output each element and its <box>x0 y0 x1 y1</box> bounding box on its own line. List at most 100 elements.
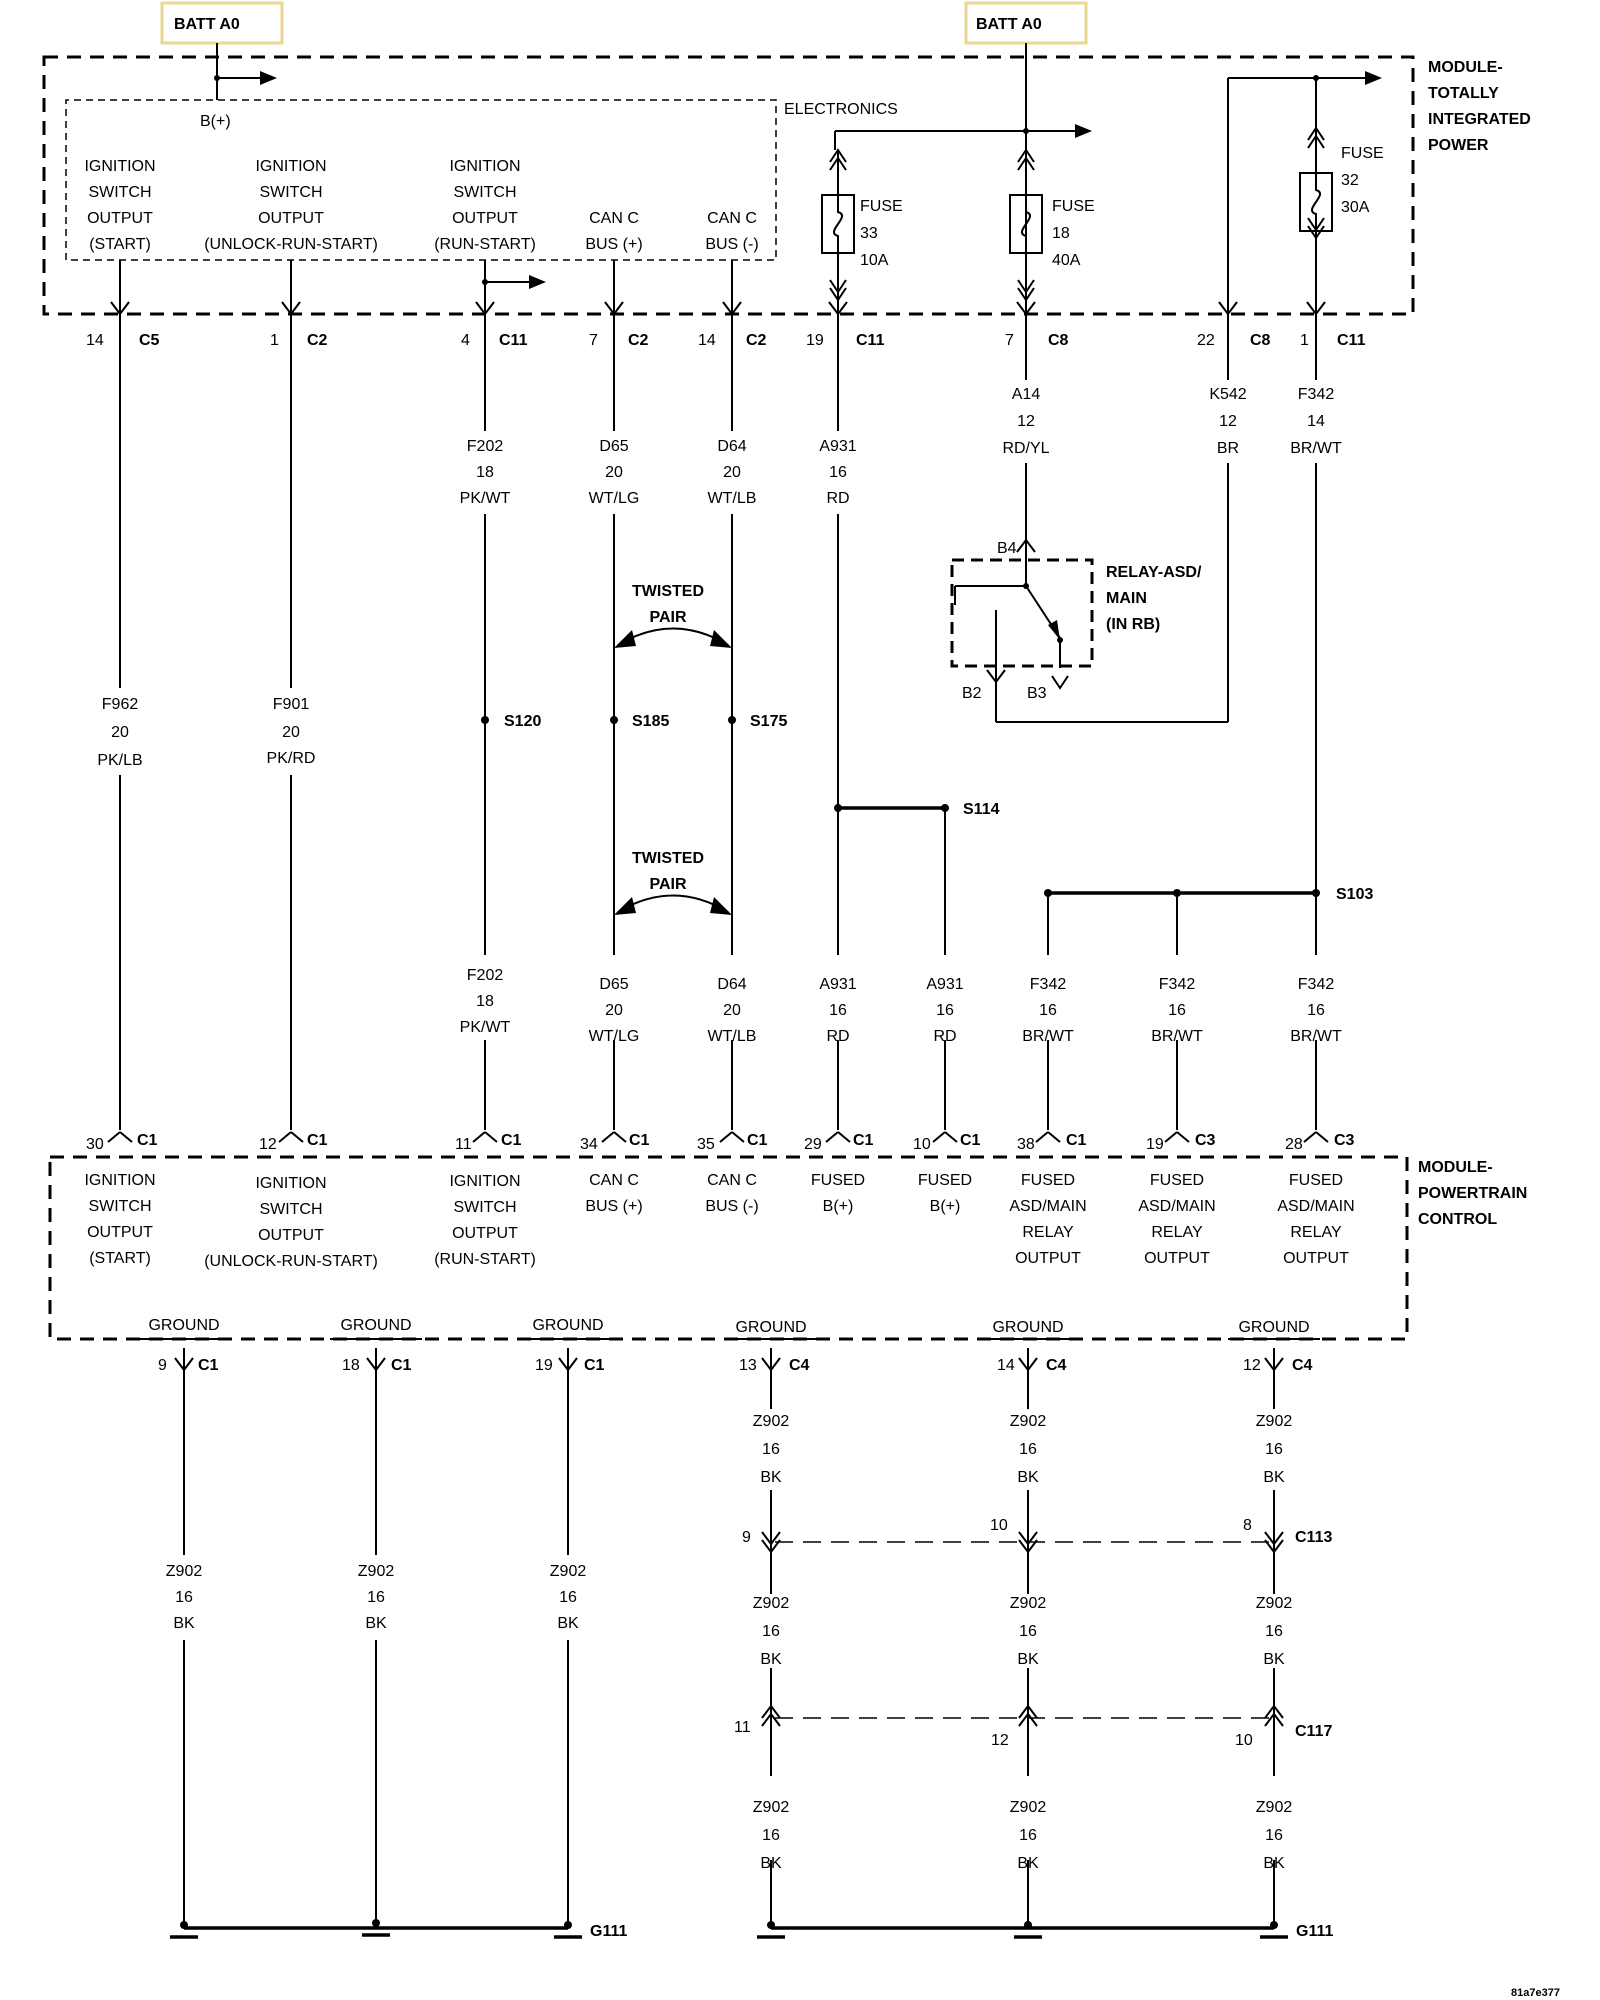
splice-s103-label: S103 <box>1336 886 1373 903</box>
tipm-pin-5 <box>722 260 742 328</box>
pcm-ground-label-3: GROUND <box>532 1317 603 1334</box>
pcm-fn-asd3-4: OUTPUT <box>1283 1250 1349 1267</box>
fuse18-label-1: FUSE <box>1052 198 1095 215</box>
c117-pin-3: 10 <box>1235 1732 1253 1749</box>
c117-terminal-3 <box>1264 1704 1284 1727</box>
tipm-fn-ign-run-2: SWITCH <box>453 184 516 201</box>
wire-F202-1: F202 <box>467 438 504 455</box>
tipm-fn-ign-run-3: OUTPUT <box>452 210 518 227</box>
tipm-pin-num-5: 14 <box>698 332 716 349</box>
twisted-pair-marker-lower <box>614 894 732 915</box>
wire-F202b-2: 18 <box>476 993 494 1010</box>
splice-dots <box>481 716 1320 897</box>
wire-K542-1: K542 <box>1209 386 1246 403</box>
pcm-ground-label-5: GROUND <box>992 1319 1063 1336</box>
tipm-name-3: INTEGRATED <box>1428 111 1531 128</box>
pcm-pin-num-1: 30 <box>86 1136 104 1153</box>
pcm-pin-conn-7: C1 <box>960 1132 981 1149</box>
fuse32-label-2: 32 <box>1341 172 1359 189</box>
gwire-5-a: Z902 <box>1010 1413 1047 1430</box>
wire-D65b-1: D65 <box>599 976 628 993</box>
tipm-fn-ign-start-2: SWITCH <box>88 184 151 201</box>
fuse-group <box>821 43 1382 302</box>
tipm-pin-3 <box>475 260 495 328</box>
gwire-4-b: 16 <box>762 1441 780 1458</box>
tipm-pin-2 <box>281 260 301 328</box>
splice-s114-dot-a <box>834 804 842 812</box>
wire-F342c-2: 16 <box>1168 1002 1186 1019</box>
pcm-fn-asd2-4: OUTPUT <box>1144 1250 1210 1267</box>
pcm-pin-10 <box>1303 1131 1329 1143</box>
splice-s175-dot <box>728 716 736 724</box>
fuse-32-symbol <box>1299 126 1333 240</box>
pcm-fn-asd3-3: RELAY <box>1290 1224 1342 1241</box>
wire-D65-2: 20 <box>605 464 623 481</box>
gwire-10-c: BK <box>760 1855 782 1872</box>
pcm-fn-ign-run-3: OUTPUT <box>452 1225 518 1242</box>
g111-right-label: G111 <box>1296 1923 1333 1940</box>
ground-wires <box>183 1378 1275 1922</box>
wire-F202b-1: F202 <box>467 967 504 984</box>
pcm-fn-asd3-1: FUSED <box>1289 1172 1343 1189</box>
gwire-3-c: BK <box>557 1615 579 1632</box>
gwire-5-b: 16 <box>1019 1441 1037 1458</box>
gnd-pin-num-5: 14 <box>997 1357 1015 1374</box>
gwire-2-a: Z902 <box>358 1563 395 1580</box>
pcm-pin-num-8: 38 <box>1017 1136 1035 1153</box>
wire-F342c-3: BR/WT <box>1151 1028 1203 1045</box>
tipm-fn-canc-minus-1: CAN C <box>707 210 757 227</box>
gwire-9-c: BK <box>1263 1651 1285 1668</box>
wire-F342d-3: BR/WT <box>1290 1028 1342 1045</box>
gwire-4-c: BK <box>760 1469 782 1486</box>
gwire-11-b: 16 <box>1019 1827 1037 1844</box>
wire-D64-3: WT/LB <box>708 490 757 507</box>
wire-A14-1: A14 <box>1012 386 1041 403</box>
pcm-fn-canc-minus-1: CAN C <box>707 1172 757 1189</box>
splice-s185-label: S185 <box>632 713 669 730</box>
pcm-fn-canc-minus-2: BUS (-) <box>705 1198 758 1215</box>
tipm-pin-4 <box>604 260 624 328</box>
tipm-bplus-label: B(+) <box>200 113 231 130</box>
pcm-fn-ign-unlock-1: IGNITION <box>255 1175 326 1192</box>
pcm-name-3: CONTROL <box>1418 1211 1497 1228</box>
wire-F901-2: 20 <box>282 724 300 741</box>
c113-pin-3: 8 <box>1243 1517 1252 1534</box>
wire-F901-1: F901 <box>273 696 310 713</box>
relay-name-1: RELAY-ASD/ <box>1106 564 1202 581</box>
pcm-fn-fused-b1-2: B(+) <box>823 1198 854 1215</box>
gwire-11-c: BK <box>1017 1855 1039 1872</box>
gwire-6-c: BK <box>1263 1469 1285 1486</box>
fuse33-label-2: 33 <box>860 225 878 242</box>
batt-a0-left-box <box>160 1 284 45</box>
tipm-electronics-box <box>65 99 777 261</box>
splice-s103-dot-b <box>1173 889 1181 897</box>
tipm-pin-1 <box>110 260 130 328</box>
gwire-8-c: BK <box>1017 1651 1039 1668</box>
wire-D65-1: D65 <box>599 438 628 455</box>
wire-A931b-3: RD <box>826 1028 849 1045</box>
tipm-fn-ign-unlock-4: (UNLOCK-RUN-START) <box>204 236 378 253</box>
gwire-8-b: 16 <box>1019 1623 1037 1640</box>
gwire-11-a: Z902 <box>1010 1799 1047 1816</box>
tipm-fn-ign-unlock-2: SWITCH <box>259 184 322 201</box>
tipm-pin-conn-5: C2 <box>746 332 767 349</box>
tipm-pins <box>110 260 1326 328</box>
fuse18-label-3: 40A <box>1052 252 1081 269</box>
image-code: 81a7e377 <box>1511 1987 1560 1999</box>
c117-label: C117 <box>1295 1723 1332 1740</box>
g111-left-label: G111 <box>590 1923 627 1940</box>
gwire-1-c: BK <box>173 1615 195 1632</box>
splice-s120-dot <box>481 716 489 724</box>
pcm-fn-canc-plus-1: CAN C <box>589 1172 639 1189</box>
pcm-pin-num-6: 29 <box>804 1136 822 1153</box>
gwire-10-a: Z902 <box>753 1799 790 1816</box>
tipm-fn-ign-unlock-1: IGNITION <box>255 158 326 175</box>
wire-D64b-2: 20 <box>723 1002 741 1019</box>
pcm-pin-6 <box>825 1131 851 1143</box>
pcm-pin-num-4: 34 <box>580 1136 598 1153</box>
relay-name-2: MAIN <box>1106 590 1147 607</box>
pcm-fn-ign-unlock-2: SWITCH <box>259 1201 322 1218</box>
fuse-18-symbol <box>1009 148 1043 302</box>
splice-s103-dot-a <box>1044 889 1052 897</box>
